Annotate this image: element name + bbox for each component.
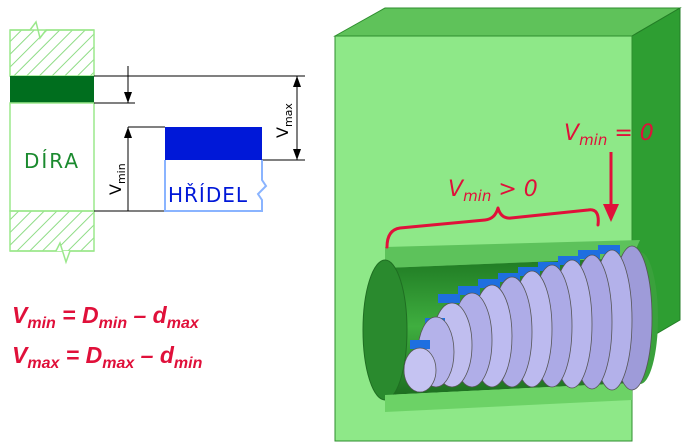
- break-line-bottom: [10, 241, 94, 265]
- vmax-dimension-label: Vmax: [273, 103, 295, 138]
- bore-upper-ledge: [385, 240, 640, 268]
- vmin-dimension-label: Vmin: [106, 163, 128, 195]
- shaft-step-12: [403, 347, 437, 393]
- hole-wall-bottom-hatch: [9, 210, 95, 252]
- hole-wall-top-hatch: [9, 29, 95, 77]
- label-vmin-greater-zero: Vmin > 0: [448, 177, 538, 205]
- bore-lower-ledge: [385, 383, 632, 412]
- shaft-outline: [164, 160, 268, 212]
- label-vmin-equal-zero: Vmin = 0: [564, 121, 654, 149]
- formula-vmax: Vmax = Dmax – dmin: [12, 342, 203, 372]
- break-line-top: [10, 20, 94, 40]
- dimension-lines: [94, 66, 305, 212]
- annotations: Vmin > 0 Vmin = 0: [385, 121, 654, 249]
- hole-section: DÍRA: [9, 20, 95, 265]
- arrow-vmin-zero-head: [603, 204, 619, 222]
- hole-label: DÍRA: [24, 149, 80, 173]
- stepped-shaft: [403, 245, 653, 393]
- hole-boundary-band: [10, 76, 94, 103]
- formula-vmin: Vmin = Dmin – dmax: [12, 302, 200, 332]
- shaft-boundary-band: [165, 127, 262, 160]
- block-top-face: [333, 7, 682, 37]
- shaft-label: HŘÍDEL: [168, 183, 248, 207]
- brace-vmin-greater: [385, 206, 600, 249]
- formulas: Vmin = Dmin – dmax Vmax = Dmax – dmin: [12, 302, 203, 372]
- shaft-section: HŘÍDEL: [164, 127, 268, 212]
- bore-left-end: [362, 259, 408, 401]
- dimension-arrowheads: [124, 76, 301, 160]
